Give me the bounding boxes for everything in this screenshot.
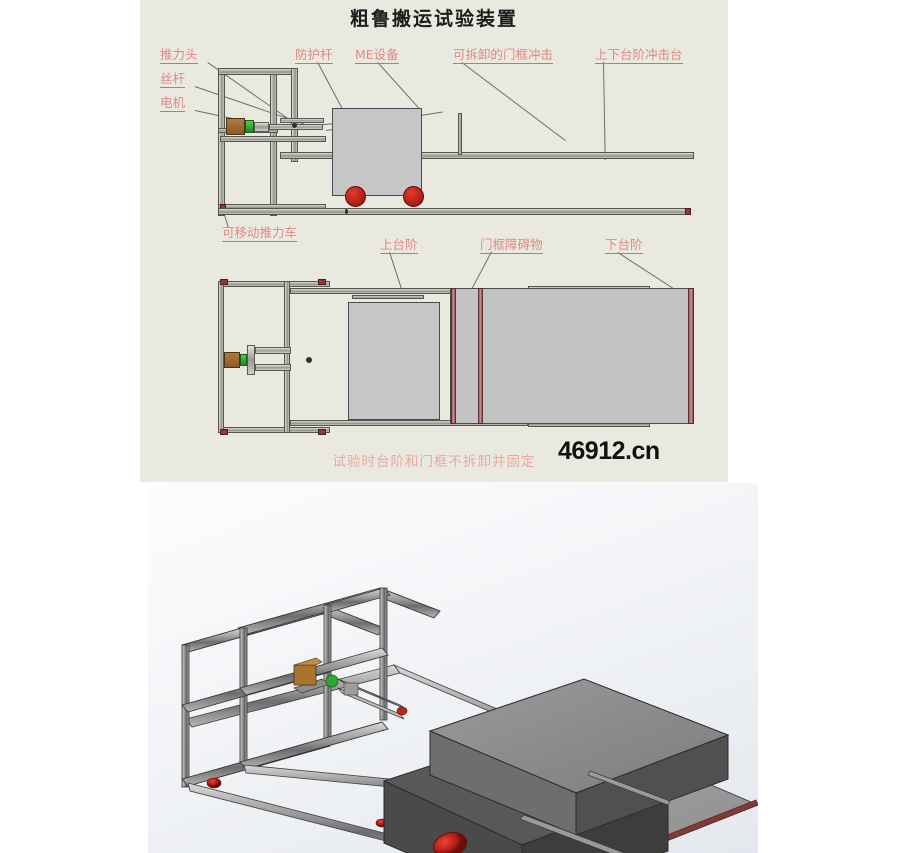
label-guard-rail: 防护杆 bbox=[295, 47, 333, 64]
equipment-wheel-front bbox=[345, 186, 366, 207]
ground-rail bbox=[218, 208, 690, 215]
me-equipment-box bbox=[332, 108, 422, 196]
bearing-housing bbox=[254, 122, 269, 132]
plan-door-obstacle-bar bbox=[478, 288, 483, 424]
label-screw-rod: 丝杆 bbox=[160, 71, 186, 88]
render-me-equipment bbox=[382, 678, 730, 853]
coupling-green bbox=[245, 120, 254, 133]
render-motor-assembly bbox=[293, 657, 408, 720]
leader-line-up-step bbox=[389, 252, 403, 293]
plan-pivot-dot bbox=[306, 357, 312, 363]
label-up-step: 上台阶 bbox=[380, 237, 418, 254]
render-push-rail bbox=[519, 770, 671, 853]
label-door-frame: 可拆卸的门框冲击 bbox=[453, 47, 554, 64]
label-movable-cart: 可移动推力车 bbox=[222, 225, 298, 242]
plan-cap-bm bbox=[318, 429, 326, 435]
plan-cap-tm bbox=[318, 279, 326, 285]
watermark: 46912.cn bbox=[558, 437, 660, 465]
thrust-head-point bbox=[292, 123, 297, 128]
plan-frame-top bbox=[218, 281, 330, 287]
label-me-equipment: ME设备 bbox=[355, 47, 399, 64]
plan-frame-divider bbox=[284, 281, 290, 433]
guard-rail-bar bbox=[280, 152, 694, 159]
plan-cap-tl bbox=[220, 279, 228, 285]
plan-step-platform bbox=[450, 288, 694, 424]
plan-down-step-bar bbox=[688, 288, 694, 424]
frame-post-left bbox=[218, 68, 225, 216]
page-title: 粗鲁搬运试验装置 bbox=[349, 9, 518, 30]
frame-beam-top bbox=[218, 68, 298, 75]
frame-post-far bbox=[291, 68, 298, 162]
cad-drawing-panel: 粗鲁搬运试验装置 bbox=[140, 0, 728, 482]
plan-frame-bottom bbox=[218, 427, 330, 433]
figure-caption: 试验时台阶和门框不拆卸并固定 bbox=[332, 454, 536, 470]
plan-equipment-bar bbox=[352, 295, 424, 299]
label-down-step: 下台阶 bbox=[605, 237, 643, 254]
plan-screw-rail-a bbox=[255, 347, 291, 354]
leader-line-me-equipment bbox=[377, 62, 420, 109]
plan-motor-block bbox=[224, 352, 240, 368]
plan-screw-rail-b bbox=[255, 364, 291, 371]
plan-cap-bl bbox=[220, 429, 228, 435]
plan-me-equipment bbox=[348, 302, 440, 420]
render-gantry-frame bbox=[181, 587, 441, 788]
leader-line-step-platform bbox=[603, 62, 606, 161]
label-motor: 电机 bbox=[160, 95, 186, 112]
rail-joint-mark bbox=[345, 209, 348, 214]
plan-bearing-plate bbox=[247, 345, 255, 375]
screw-rod-guide bbox=[280, 118, 324, 123]
label-door-obstacle: 门框障碍物 bbox=[480, 237, 543, 254]
leader-line-door-frame bbox=[461, 62, 566, 142]
plan-up-step-bar bbox=[451, 288, 456, 424]
ground-rail-end-cap bbox=[685, 208, 691, 215]
label-thrust-head: 推力头 bbox=[160, 47, 198, 64]
equipment-wheel-rear bbox=[403, 186, 424, 207]
isometric-3d-render bbox=[148, 483, 758, 853]
door-frame-post bbox=[458, 113, 462, 155]
frame-post-right bbox=[270, 68, 277, 216]
cart-deck bbox=[220, 136, 326, 142]
plan-coupling-green bbox=[240, 354, 247, 366]
motor-block bbox=[226, 118, 245, 135]
label-step-platform: 上下台阶冲击台 bbox=[595, 47, 683, 64]
